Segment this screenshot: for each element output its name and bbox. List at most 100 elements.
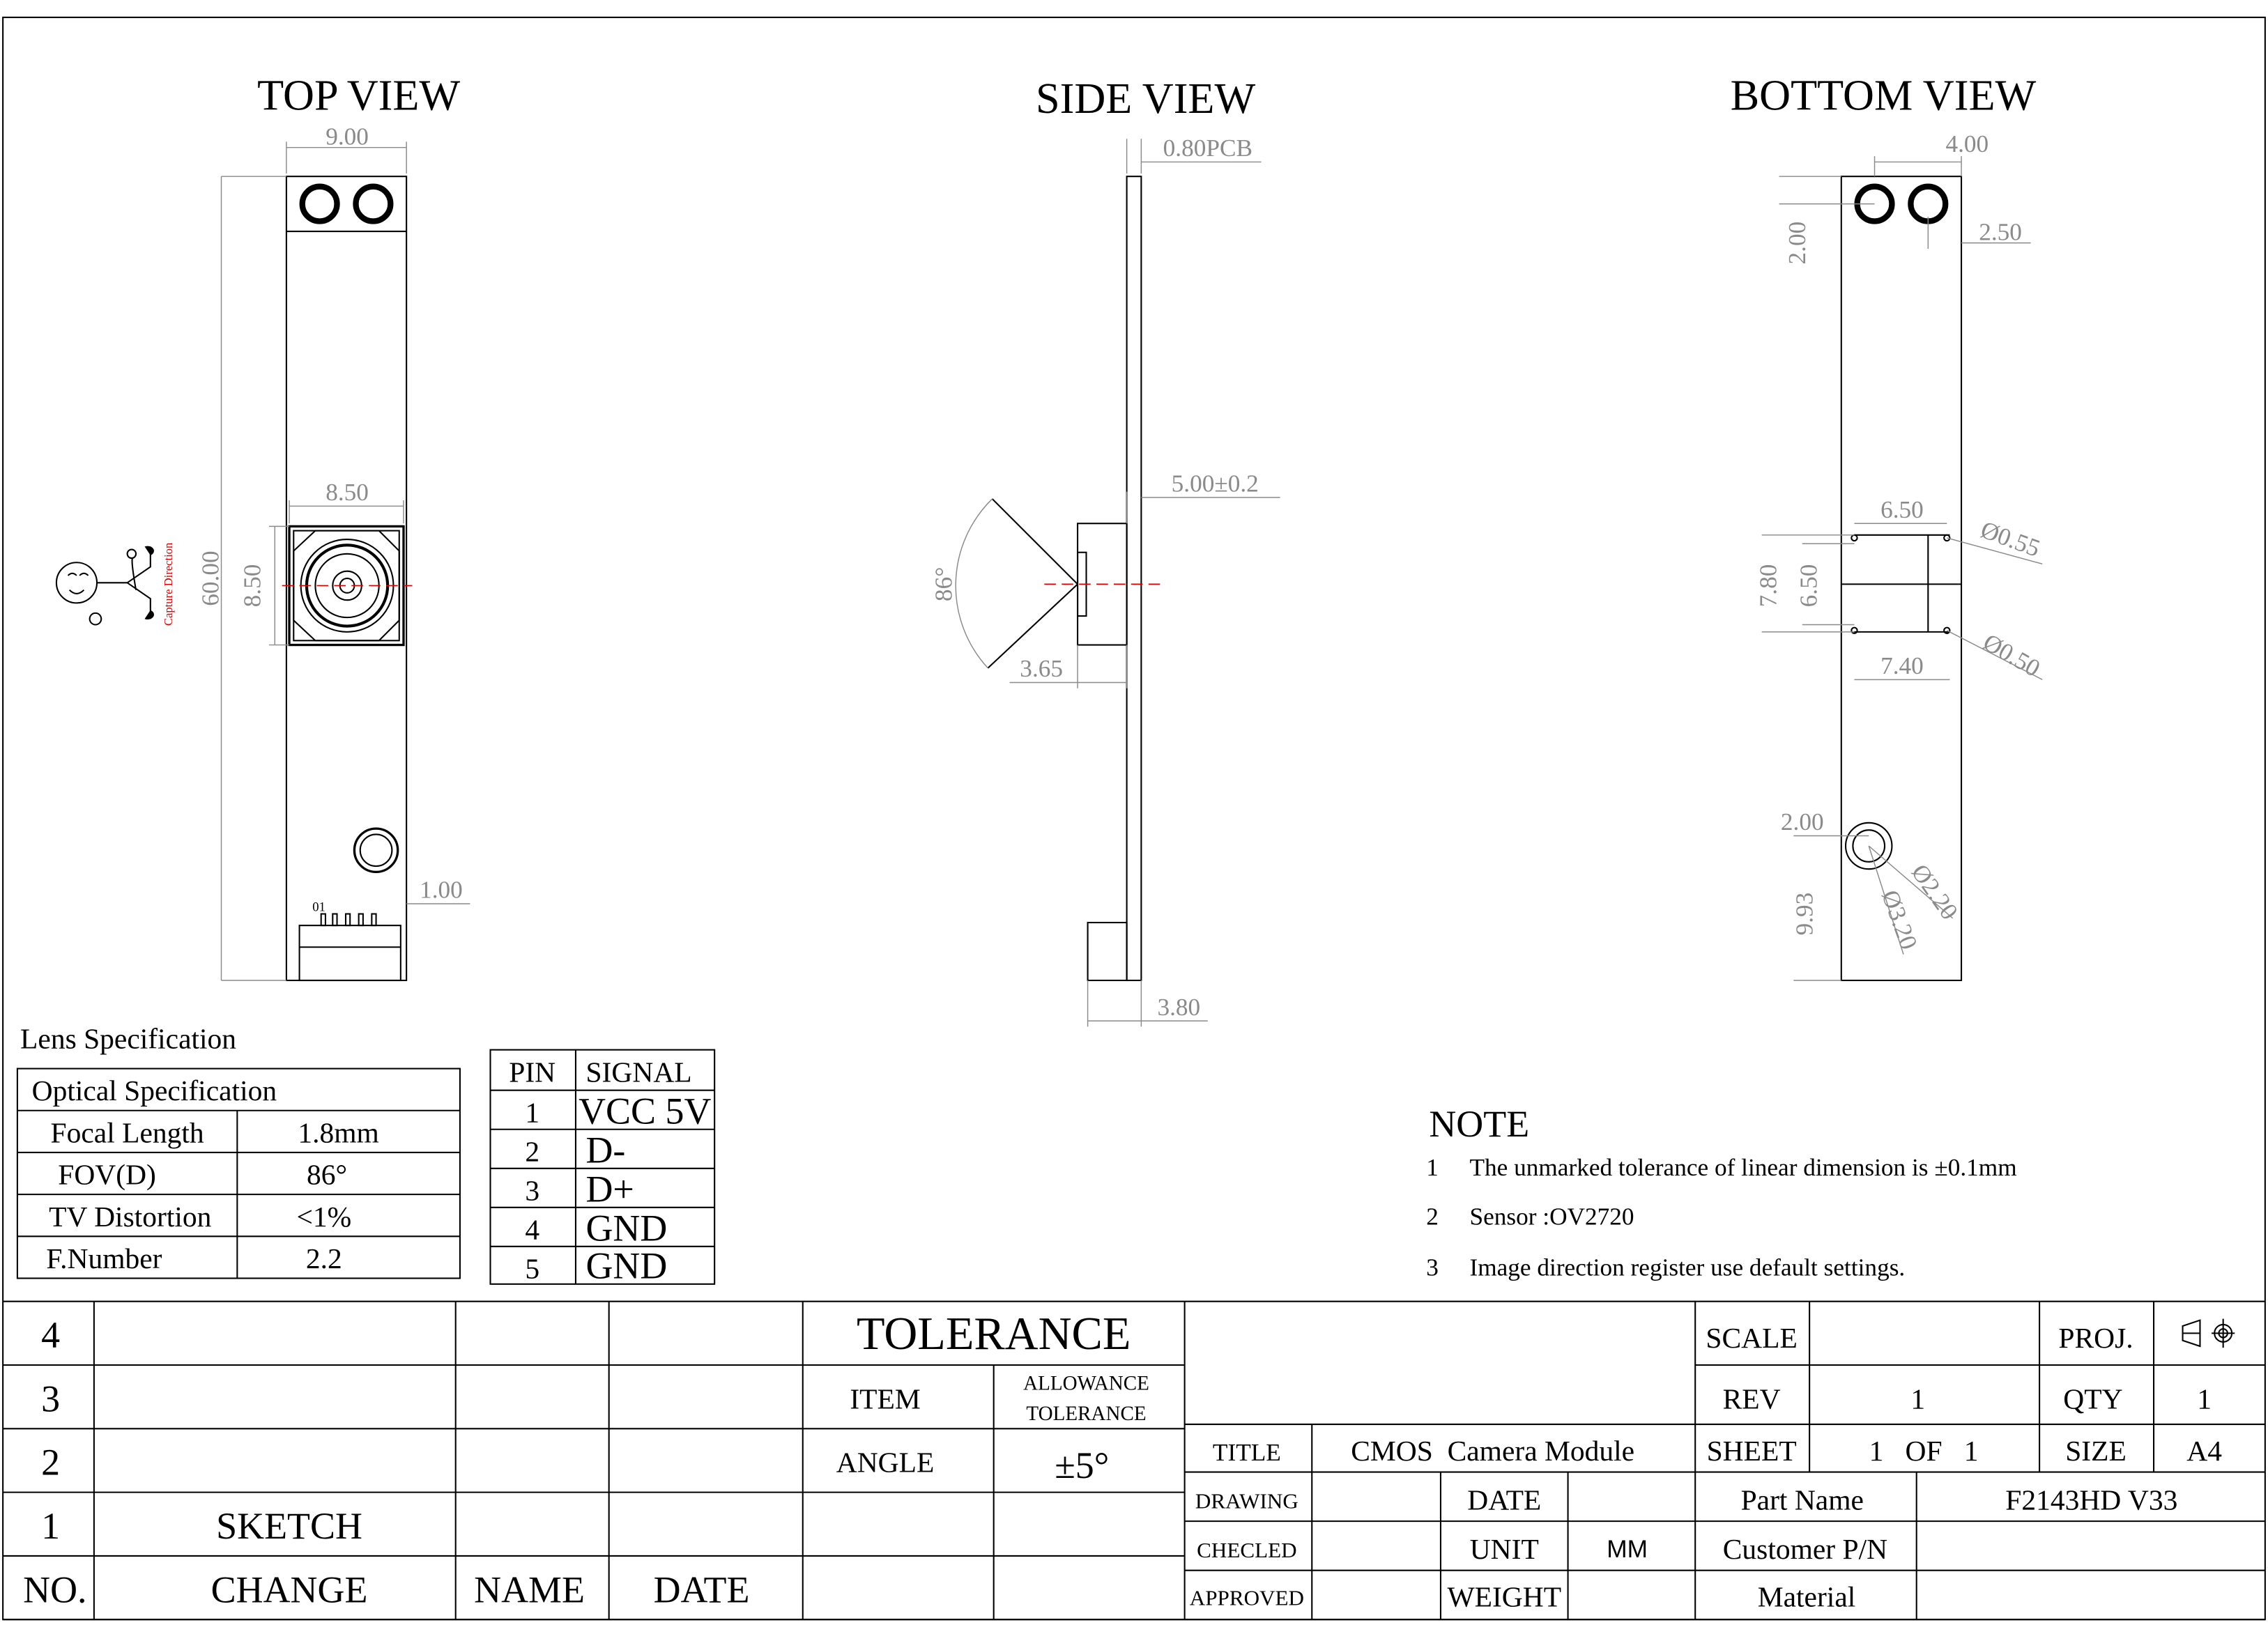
notes-title: NOTE [1429,1103,1529,1145]
tolerance-item-header: ITEM [850,1382,920,1415]
pin-signal: GND [585,1244,667,1286]
pin-signal: D- [585,1129,625,1171]
dim-fov: 86° [930,567,958,601]
lens-icon [282,525,413,647]
sheet-value: 1 OF 1 [1869,1435,1979,1467]
pin-number: 1 [525,1096,539,1128]
header-date: DATE [654,1569,750,1610]
lens-spec-header: Optical Specification [32,1074,277,1107]
dim-length: 60.00 [197,550,224,606]
pin-number: 3 [525,1174,539,1206]
capture-direction-figure-icon [55,546,154,626]
spec-value: 1.8mm [298,1116,378,1148]
dim-diameter-320: Ø3.20 [1876,886,1922,953]
dim-lens-height: 8.50 [239,564,266,608]
note-text: The unmarked tolerance of linear dimensi… [1469,1154,2016,1181]
tolerance-item: ANGLE [836,1447,935,1479]
pin-number: 2 [525,1135,539,1167]
material-label: Material [1758,1581,1856,1613]
revision-number: 3 [41,1378,60,1419]
part-name-label: Part Name [1741,1484,1864,1516]
dim-height-780: 7.80 [1754,564,1782,608]
pin-table: PIN SIGNAL 1 VCC 5V 2 D- 3 D+ 4 GND 5 GN… [489,1049,716,1286]
spec-label: FOV(D) [58,1159,156,1192]
dim-diameter-050: Ø0.50 [1979,629,2045,682]
revision-change: SKETCH [216,1505,362,1547]
sheet-label: SHEET [1707,1435,1797,1467]
signal-header: SIGNAL [585,1056,691,1088]
tolerance-allowance-header: TOLERANCE [1026,1403,1146,1425]
spec-label: F.Number [46,1242,162,1274]
dim-width-740: 7.40 [1880,652,1924,679]
notes: NOTE 1 The unmarked tolerance of linear … [1426,1103,2016,1281]
customer-pn-label: Customer P/N [1723,1533,1887,1565]
tolerance-allowance-header: ALLOWANCE [1023,1372,1149,1394]
mounting-hole-icon [299,183,340,224]
pin-signal: GND [585,1208,667,1249]
dim-diameter-220: Ø2.20 [1906,859,1963,925]
note-text: Image direction register use default set… [1469,1254,1905,1281]
title-value: CMOS Camera Module [1351,1435,1634,1467]
revision-table: 4 3 2 1 SKETCH NO. CHANGE NAME DATE TOLE… [3,1300,2265,1621]
rev-label: REV [1723,1382,1781,1415]
spec-label: Focal Length [51,1116,204,1148]
connector-side [1087,921,1128,982]
dim-lens-width: 8.50 [325,479,369,506]
proj-label: PROJ. [2058,1322,2133,1354]
note-number: 2 [1426,1203,1439,1231]
bottom-view-title: BOTTOM VIEW [1731,72,2037,120]
pin-signal: VCC 5V [579,1090,711,1132]
part-name-value: F2143HD V33 [2005,1484,2177,1516]
dim-connector: 3.80 [1157,994,1200,1021]
header-no: NO. [23,1569,86,1610]
projection-symbol-icon [2182,1318,2235,1348]
hole-icon [1844,822,1893,870]
tolerance-title: TOLERANCE [857,1309,1131,1359]
connector-icon [298,913,401,982]
dim-height-650: 6.50 [1795,564,1823,608]
date-label: DATE [1467,1484,1541,1516]
pin1-label: 01 [312,900,325,914]
pcb-bottom [1840,176,1963,982]
hole-icon [353,827,399,874]
rev-value: 1 [1910,1382,1925,1415]
dim-width: 9.00 [325,123,369,151]
mounting-hole-icon [353,183,394,224]
scale-label: SCALE [1706,1322,1797,1354]
header-name: NAME [474,1569,585,1610]
top-view-title: TOP VIEW [257,72,460,120]
revision-number: 1 [41,1505,60,1547]
spec-value: 2.2 [306,1242,342,1274]
spec-label: TV Distortion [49,1201,212,1233]
weight-label: WEIGHT [1447,1581,1561,1613]
lens-spec-table: Lens Specification Optical Specification… [16,1023,461,1279]
title-block: SCALE PROJ. REV 1 QTY 1 TITLE CMOS Camer… [1184,1301,2265,1620]
top-view: TOP VIEW 01 9.00 60.00 8.5 [55,72,470,982]
size-value: A4 [2186,1435,2222,1467]
dim-sensor-width: 6.50 [1880,496,1924,523]
pcb-side [1126,176,1142,982]
dim-hole-y: 2.00 [1784,222,1811,265]
dim-mount-x: 2.00 [1781,808,1824,835]
bottom-view: BOTTOM VIEW 4.00 2.00 2.50 6.50 Ø0.55 7.… [1731,72,2045,982]
side-view-title: SIDE VIEW [1036,75,1255,123]
dim-hole-x: 4.00 [1945,130,1989,157]
revision-number: 4 [41,1314,60,1356]
dim-hole-offset: 2.50 [1979,218,2022,245]
unit-value: MM [1607,1536,1648,1563]
lens-spec-title: Lens Specification [20,1023,236,1055]
tolerance-value: ±5° [1055,1444,1109,1486]
drawing-label: DRAWING [1195,1488,1298,1513]
note-number: 3 [1426,1254,1439,1281]
capture-direction-label: Capture Direction [162,542,175,626]
dim-pcb: 0.80PCB [1163,134,1252,162]
dim-edge: 1.00 [420,877,463,904]
size-label: SIZE [2065,1435,2127,1467]
dim-height: 5.00±0.2 [1172,470,1259,498]
qty-label: QTY [2063,1382,2122,1415]
checked-label: CHECLED [1197,1538,1296,1562]
revision-number: 2 [41,1442,60,1483]
spec-value: <1% [296,1201,351,1233]
side-view: SIDE VIEW 0.80PCB 5.00±0.2 3.65 3.80 86° [930,75,1280,1027]
